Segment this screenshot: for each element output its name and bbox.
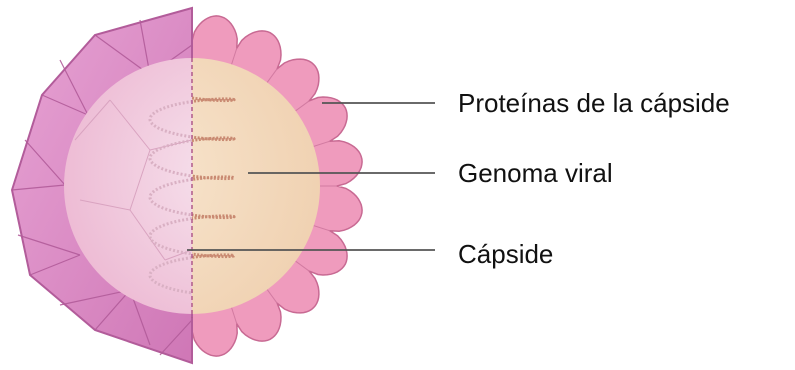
- label-capsid-proteins: Proteínas de la cápside: [458, 88, 730, 118]
- label-capsid: Cápside: [458, 239, 553, 269]
- label-viral-genome: Genoma viral: [458, 158, 613, 188]
